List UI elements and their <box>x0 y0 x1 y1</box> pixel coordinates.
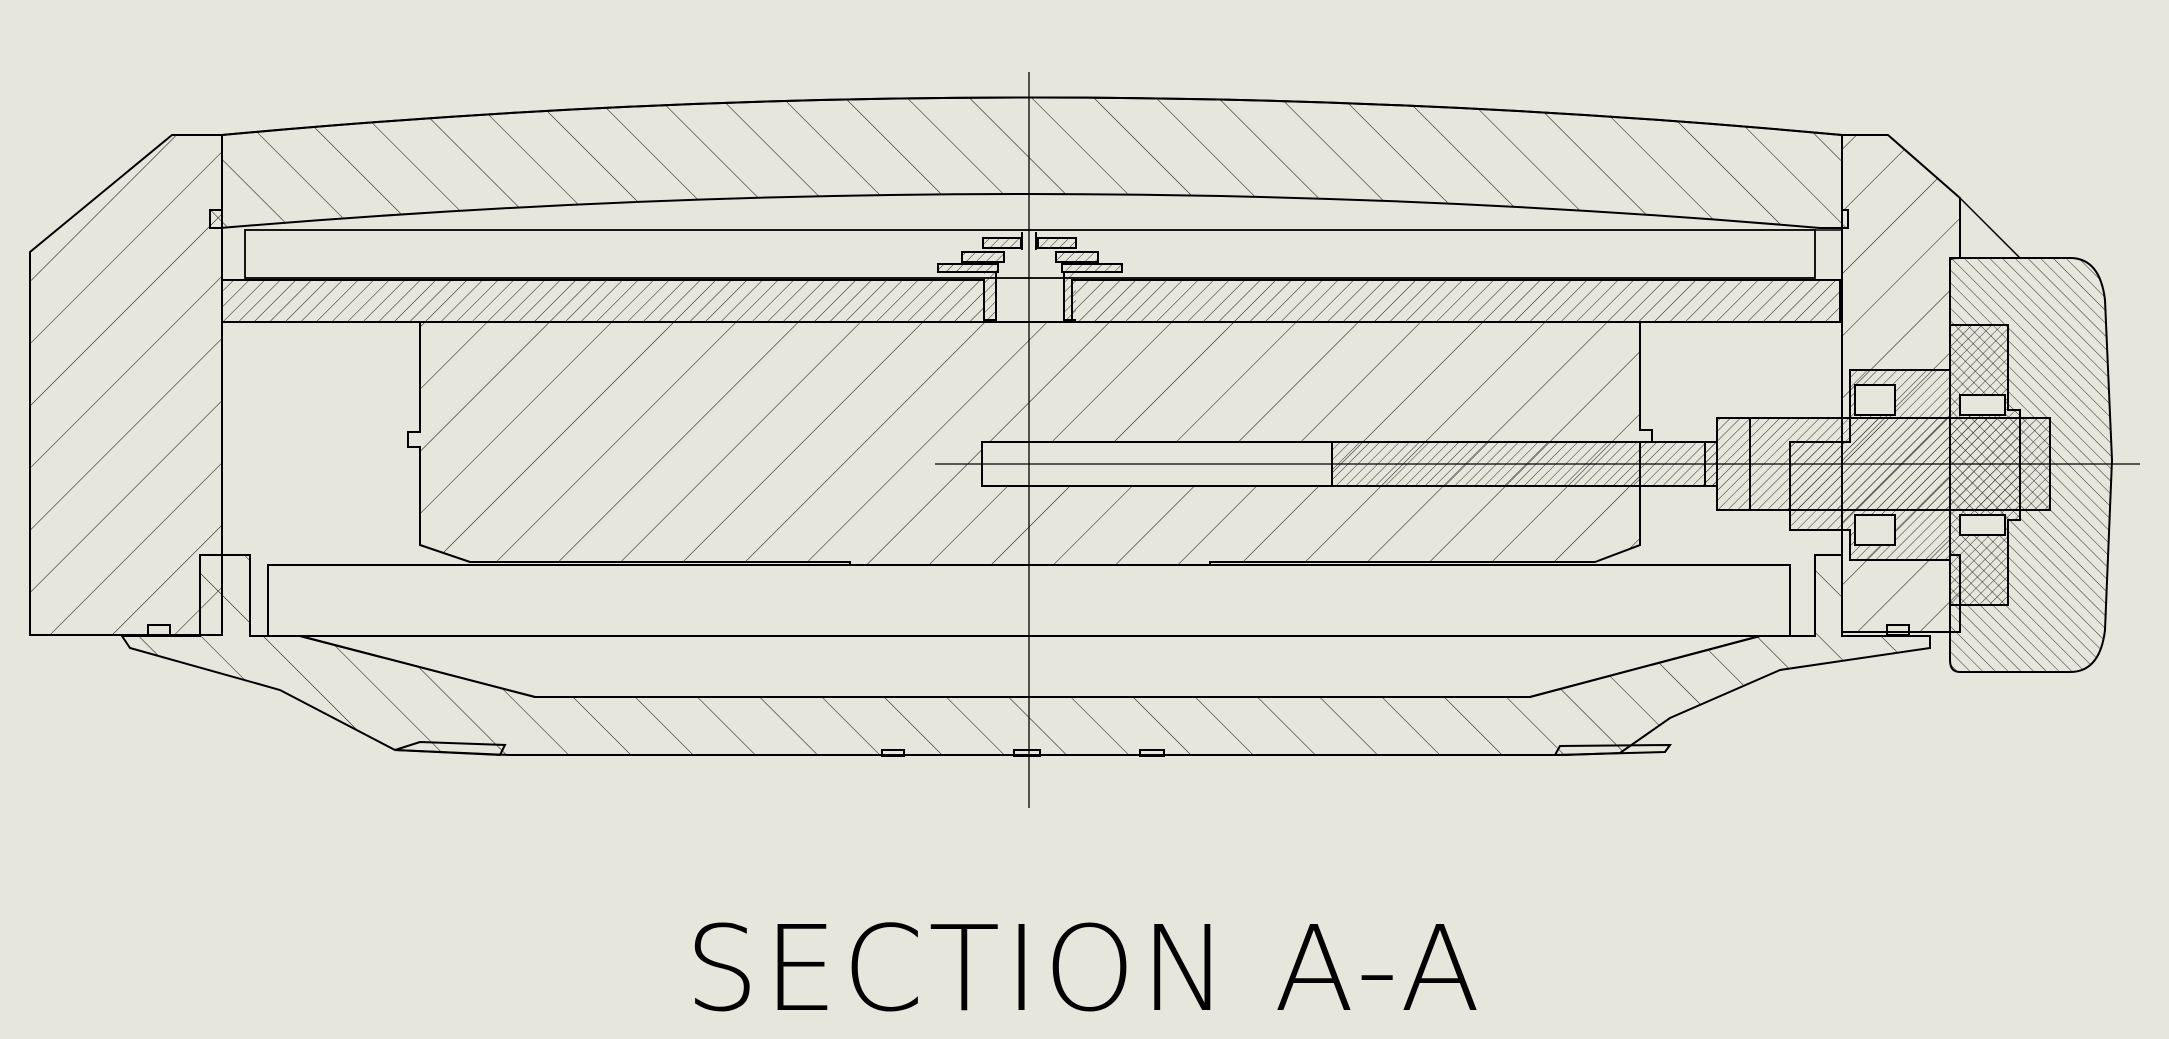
upper-plate-left <box>221 279 985 323</box>
left-housing-wall <box>29 134 223 636</box>
foot-pad-left <box>394 740 507 757</box>
central-hub <box>937 232 1123 321</box>
upper-plate-right <box>1071 279 1841 323</box>
section-caption: SECTION A-A <box>684 900 1485 1038</box>
foot-pad-right <box>1553 743 1672 757</box>
